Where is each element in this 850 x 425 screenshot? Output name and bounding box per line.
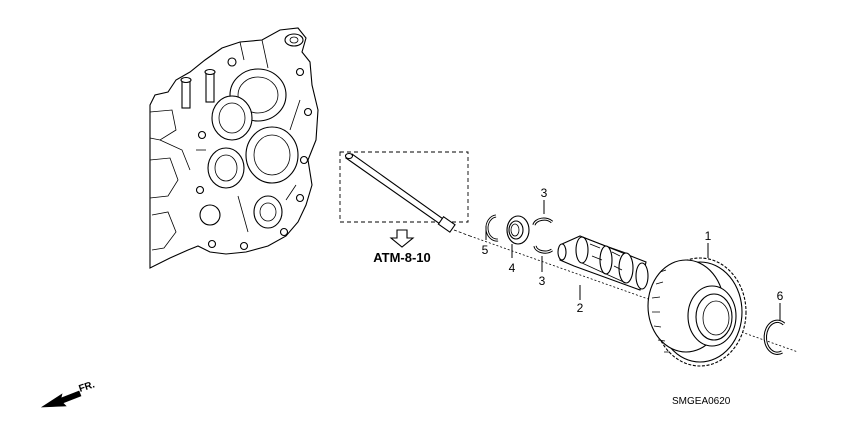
- gear-part-1: [647, 257, 747, 367]
- cotter-part-3-lower: [533, 245, 553, 254]
- reference-arrow-icon: [389, 229, 415, 248]
- front-direction-arrow-icon: [40, 390, 82, 408]
- callout-4[interactable]: 4: [509, 261, 516, 275]
- washer-part-4: [506, 215, 530, 245]
- callout-2[interactable]: 2: [577, 301, 584, 315]
- transmission-housing: [149, 27, 319, 269]
- callout-5[interactable]: 5: [482, 243, 489, 257]
- drawing-code: SMGEA0620: [672, 396, 731, 407]
- snap-ring-part-6: [763, 319, 786, 355]
- shaft-part-2: [557, 235, 649, 291]
- callout-6[interactable]: 6: [777, 289, 784, 303]
- reference-group: [339, 151, 471, 248]
- feed-pipe: [344, 152, 471, 237]
- reference-box-outline: [339, 151, 469, 223]
- leader-lines: [485, 200, 781, 320]
- callout-1[interactable]: 1: [705, 229, 712, 243]
- front-marker-label: FR.: [78, 379, 97, 395]
- callout-3-lower[interactable]: 3: [539, 274, 546, 288]
- reference-label[interactable]: ATM-8-10: [373, 250, 431, 265]
- snap-ring-part-5: [485, 214, 499, 242]
- cotter-part-3-upper: [532, 217, 554, 226]
- assembly-axis: [469, 235, 799, 353]
- callout-3-upper[interactable]: 3: [541, 186, 548, 200]
